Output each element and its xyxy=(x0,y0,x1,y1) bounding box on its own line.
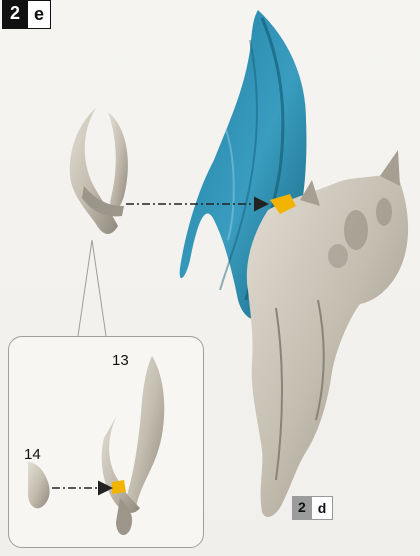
base-part-14 xyxy=(28,462,50,508)
horn-part-13 xyxy=(102,356,165,535)
step-2d-badge: 2 d xyxy=(292,496,333,520)
part-label-14: 14 xyxy=(24,446,41,463)
part-label-13: 13 xyxy=(112,352,129,369)
detail-attachment-highlight xyxy=(112,480,126,494)
step-number: 2 xyxy=(292,496,312,520)
callout-line-right xyxy=(92,240,106,336)
step-letter: d xyxy=(312,496,334,520)
horn-piece-assembled xyxy=(70,108,128,234)
callout-line-left xyxy=(78,240,92,336)
